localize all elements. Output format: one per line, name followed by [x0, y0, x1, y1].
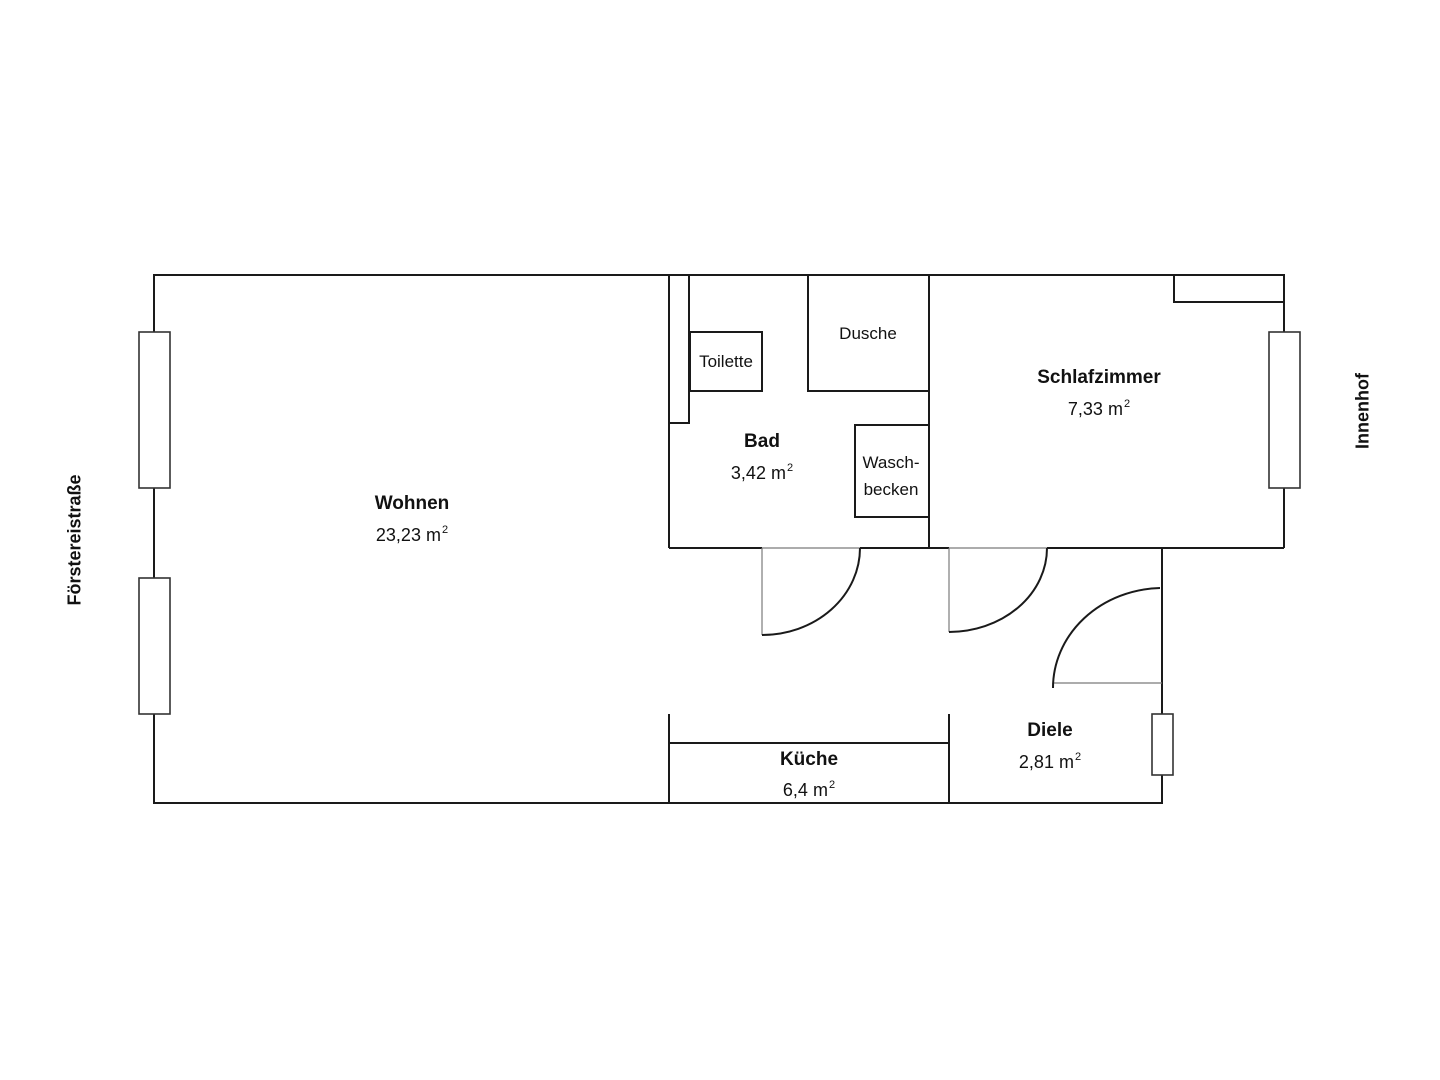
window-right	[1268, 331, 1301, 489]
street-label-right: Innenhof	[1352, 373, 1373, 449]
street-label-left: Förstereistraße	[64, 474, 85, 606]
sink-box	[854, 424, 930, 518]
room-area: 3,42 m2	[730, 462, 794, 483]
fixture-label-line: becken	[863, 480, 919, 499]
room-name: Bad	[744, 431, 780, 452]
room-name: Schlafzimmer	[1037, 367, 1161, 388]
room-label-diele: Diele 2,81 m2	[1019, 721, 1081, 771]
wardrobe-box	[1173, 274, 1285, 303]
bathroom-shelf	[668, 274, 690, 424]
room-label-schlafzimmer: Schlafzimmer 7,33 m2	[1037, 368, 1161, 418]
bathroom-fixtures	[668, 274, 930, 518]
door-arc-schlafzimmer	[948, 547, 1048, 633]
room-area: 6,4 m2	[782, 779, 836, 800]
window-left-bottom	[138, 577, 171, 715]
room-area: 2,81 m2	[1018, 751, 1082, 772]
doors	[761, 547, 1162, 689]
windows	[138, 331, 1301, 776]
room-label-wohnen: Wohnen 23,23 m2	[375, 494, 450, 544]
fixture-label-line: Wasch-	[862, 453, 920, 472]
door-arc-bad	[761, 547, 861, 636]
room-name: Diele	[1027, 720, 1073, 741]
shower-box	[807, 275, 929, 392]
room-label-kueche: Küche 6,4 m2	[780, 750, 838, 799]
fixture-label-waschbecken: Wasch- becken	[863, 449, 920, 503]
room-label-bad: Bad 3,42 m2	[731, 432, 793, 482]
fixture-label-toilette: Toilette	[699, 352, 753, 371]
toilet-box	[689, 331, 763, 392]
window-diele	[1151, 713, 1174, 776]
outer-walls	[153, 274, 1285, 804]
room-area: 7,33 m2	[1067, 398, 1131, 419]
room-name: Küche	[779, 749, 839, 770]
door-arc-entrance	[1052, 587, 1161, 689]
fixture-label-dusche: Dusche	[839, 324, 897, 343]
room-name: Wohnen	[374, 493, 450, 514]
window-left-top	[138, 331, 171, 489]
room-area: 23,23 m2	[375, 524, 449, 545]
